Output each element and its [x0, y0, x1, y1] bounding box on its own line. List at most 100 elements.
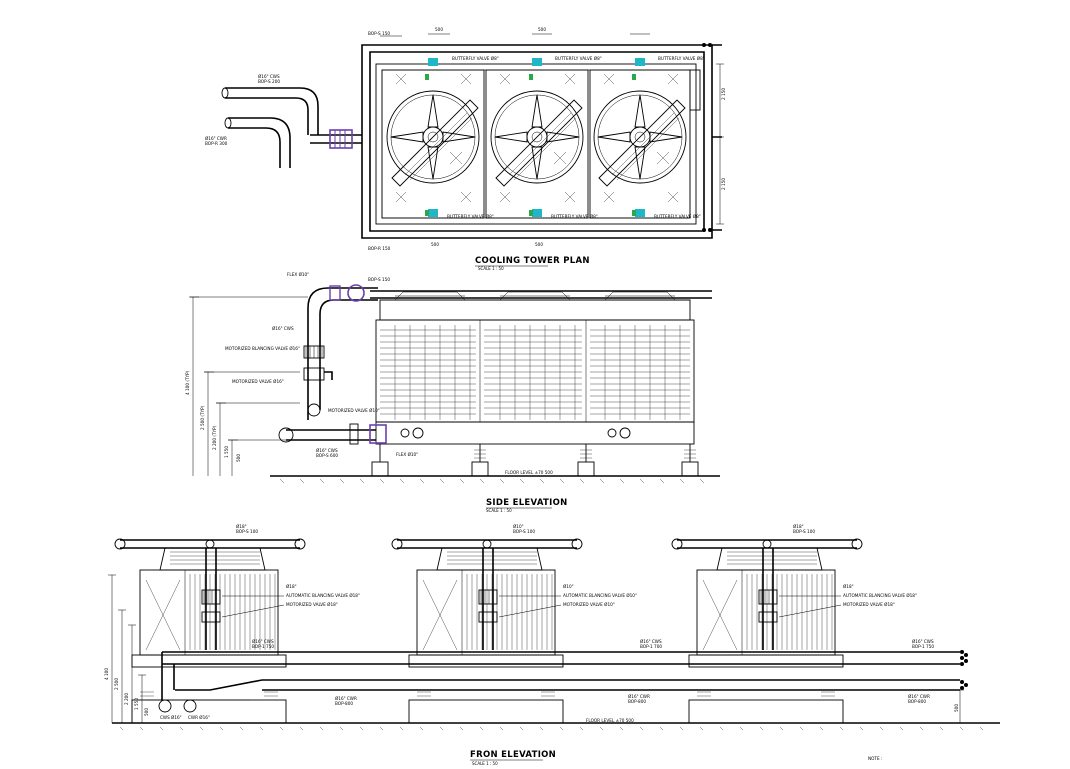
front-unit-side-label: Ø10"	[563, 584, 574, 589]
side-scale: SCALE 1 : 50	[486, 508, 512, 513]
plan-butterfly-bottom-1: BUTTERFLY VALVE Ø8"	[447, 214, 494, 219]
front-unit-motorized-valve: MOTORIZED VALVE Ø10"	[563, 602, 615, 607]
plan-cell	[485, 69, 589, 219]
side-motorized: MOTORIZED VALVE Ø16"	[232, 379, 284, 384]
front-unit-top-sub: BOP-S 100	[513, 529, 535, 534]
plan-dim-500-c: 500	[431, 242, 439, 247]
plan-butterfly-top-3: BUTTERFLY VALVE Ø8"	[658, 56, 705, 61]
side-flex-label: FLEX Ø10"	[287, 272, 309, 277]
front-header-flanges	[960, 650, 968, 690]
plan-pipe-top-sub: BOP-S 200	[258, 79, 280, 84]
front-header-1: Ø16" CWS	[252, 639, 274, 644]
front-scale: SCALE 1 : 50	[472, 761, 498, 766]
front-dimensions	[108, 574, 146, 723]
front-unit-auto-valve: AUTOMATIC BLANCING VALVE Ø10"	[563, 593, 637, 598]
front-unit-motorized-valve: MOTORIZED VALVE Ø18"	[843, 602, 895, 607]
side-cws-bottom: Ø16" CWS	[316, 448, 338, 453]
plan-butterfly-valves	[425, 58, 645, 217]
front-cwr-left: CWR Ø16"	[188, 715, 210, 720]
front-unit-top-sub: BOP-S 100	[793, 529, 815, 534]
plan-dim-2150-bottom: 2 150	[721, 178, 726, 190]
front-return-2: Ø16" CWR	[628, 694, 650, 699]
side-dim-4100: 4 100 (TYP)	[185, 370, 190, 395]
front-floor-level: FLOOR LEVEL ±70 500	[586, 718, 634, 723]
front-unit-side-label: Ø18"	[286, 584, 297, 589]
side-floor-level: FLOOR LEVEL ±70 500	[505, 470, 553, 475]
plan-butterfly-top-1: BUTTERFLY VALVE Ø8"	[452, 56, 499, 61]
side-dim-1550: 1 550	[224, 446, 229, 458]
plan-dimension-right	[716, 63, 724, 225]
plan-header-bottom-left: BOP-R 150	[368, 246, 391, 251]
plan-dim-500-a: 500	[435, 27, 443, 32]
side-riser-pipe	[278, 284, 387, 445]
plan-view: 2 150 2 150 500 500 500 500 BOP-S 150 BO…	[205, 27, 726, 271]
plan-cell	[381, 69, 485, 219]
side-cws-bottom-sub: BOP-S 600	[316, 453, 338, 458]
side-motorized-balancing: MOTORIZED BLANCING VALVE Ø16"	[225, 346, 300, 351]
plan-inlet-pipes	[221, 87, 362, 168]
plan-pipe-bottom-sub: BOP-R 300	[205, 141, 228, 146]
plan-butterfly-bottom-2: BUTTERFLY VALVE Ø8"	[551, 214, 598, 219]
front-dim-1550: 1 550	[134, 698, 139, 710]
front-headers	[145, 650, 968, 713]
front-header-2-sub: BOP-1 700	[640, 644, 662, 649]
side-dim-2500: 2 500 (TYP)	[200, 405, 205, 430]
front-unit-top-sub: BOP-S 100	[236, 529, 258, 534]
front-dim-2200: 2 200	[124, 693, 129, 705]
front-return-2-sub: BOP-800	[628, 699, 646, 704]
plan-dim-500-b: 500	[538, 27, 546, 32]
front-unit-side-label: Ø18"	[843, 584, 854, 589]
plan-tower-frame	[375, 63, 697, 225]
plan-header-loop	[361, 44, 713, 239]
side-motorized-right: MOTORIZED VALVE Ø10"	[328, 408, 380, 413]
front-return-1: Ø16" CWR	[335, 696, 357, 701]
side-flex-bottom: FLEX Ø10"	[396, 452, 418, 457]
front-unit-top-label: Ø18"	[236, 524, 247, 529]
plan-pipe-top-label: Ø16" CWS	[258, 74, 280, 79]
front-header-3: Ø16" CWS	[912, 639, 934, 644]
front-cws-left: CWS Ø16"	[160, 715, 182, 720]
front-header-3-sub: BOP-1 750	[912, 644, 934, 649]
front-unit-auto-valve: AUTOMATIC BLANCING VALVE Ø18"	[843, 593, 917, 598]
side-tower-body	[375, 319, 695, 423]
side-bop-top: BOP-S 150	[368, 277, 390, 282]
plan-pipe-bottom-label: Ø16" CWR	[205, 136, 227, 141]
side-title: SIDE ELEVATION	[486, 498, 568, 508]
front-dim-500: 500	[144, 708, 149, 716]
front-unit-top-label: Ø18"	[793, 524, 804, 529]
plan-title: COOLING TOWER PLAN	[475, 256, 590, 266]
front-return-1-sub: BOP-800	[335, 701, 353, 706]
note-label: NOTE :	[868, 756, 882, 761]
side-dim-2200: 2 200 (TYP)	[212, 425, 217, 450]
side-louvers	[380, 325, 690, 420]
plan-flanges	[689, 43, 722, 232]
side-dimensions	[189, 296, 308, 476]
front-unit-auto-valve: AUTOMATIC BLANCING VALVE Ø18"	[286, 593, 360, 598]
front-title: FRON ELEVATION	[470, 750, 556, 760]
plan-butterfly-bottom-3: BUTTERFLY VALVE Ø8"	[654, 214, 701, 219]
side-dim-500: 500	[236, 454, 241, 462]
front-header-1-sub: BOP-1 750	[252, 644, 274, 649]
front-header-2: Ø16" CWS	[640, 639, 662, 644]
side-pipe-size: Ø16" CWS	[272, 326, 294, 331]
plan-scale: SCALE 1 : 50	[478, 266, 504, 271]
plan-grilles	[395, 73, 679, 203]
plan-butterfly-top-2: BUTTERFLY VALVE Ø8"	[555, 56, 602, 61]
front-dim-500-right: 500	[954, 704, 959, 712]
plan-header-top-left: BOP-S 150	[368, 31, 390, 36]
front-return-3-sub: BOP-800	[908, 699, 926, 704]
front-dim-2500: 2 500	[114, 678, 119, 690]
plan-dim-2150-top: 2 150	[721, 88, 726, 100]
plan-dim-500-d: 500	[535, 242, 543, 247]
front-dim-4100: 4 100	[104, 668, 109, 680]
front-unit-motorized-valve: MOTORIZED VALVE Ø18"	[286, 602, 338, 607]
front-return-3: Ø16" CWR	[908, 694, 930, 699]
front-unit-top-label: Ø10"	[513, 524, 524, 529]
side-elevation: 4 100 (TYP) 2 500 (TYP) 2 200 (TYP) 1 55…	[185, 272, 720, 513]
